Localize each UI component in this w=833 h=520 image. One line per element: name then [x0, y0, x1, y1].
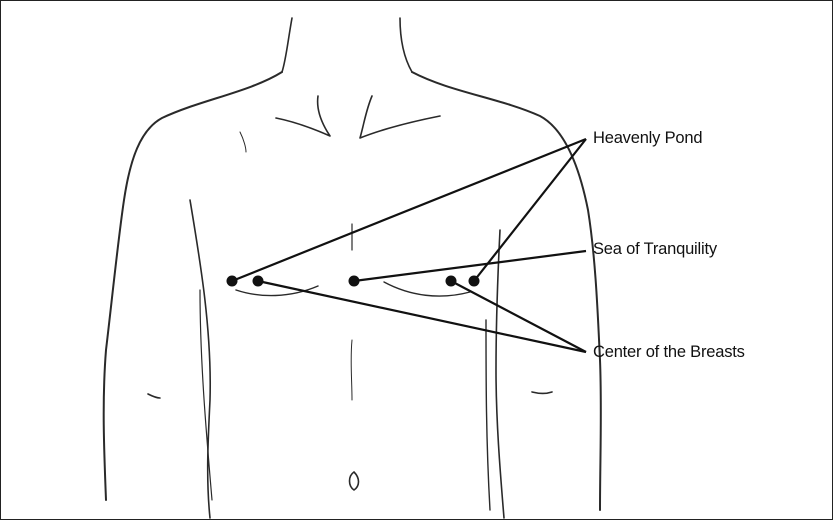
- right-torso-side: [486, 320, 490, 510]
- leader-sea-of-tranquility: [354, 251, 586, 281]
- sternal-notch: [240, 132, 246, 152]
- right-elbow-mark: [532, 392, 552, 394]
- point-center-breast-right: [446, 276, 457, 287]
- abdomen-line: [351, 340, 352, 400]
- point-sea-of-tranquility: [349, 276, 360, 287]
- neck-left-outline: [282, 18, 292, 72]
- point-center-breast-left: [253, 276, 264, 287]
- leader-center-breasts-right: [451, 281, 586, 352]
- left-shoulder-outline: [104, 72, 282, 500]
- right-arm-inner: [496, 230, 504, 518]
- left-elbow-mark: [148, 394, 160, 398]
- neck-right-outline: [400, 18, 412, 72]
- leader-center-breasts-left: [258, 281, 586, 352]
- point-heavenly-pond-right: [469, 276, 480, 287]
- point-heavenly-pond-left: [227, 276, 238, 287]
- label-heavenly-pond: Heavenly Pond: [593, 129, 702, 148]
- leader-lines: [232, 139, 586, 352]
- leader-heavenly-pond-left: [232, 139, 586, 281]
- label-sea-of-tranquility: Sea of Tranquility: [593, 240, 717, 259]
- acupoints: [227, 276, 480, 287]
- left-clavicle: [276, 96, 330, 136]
- right-shoulder-outline: [412, 72, 601, 510]
- right-clavicle: [360, 96, 440, 138]
- label-center-of-the-breasts: Center of the Breasts: [593, 343, 745, 362]
- left-arm-inner: [190, 200, 210, 518]
- navel: [350, 472, 359, 490]
